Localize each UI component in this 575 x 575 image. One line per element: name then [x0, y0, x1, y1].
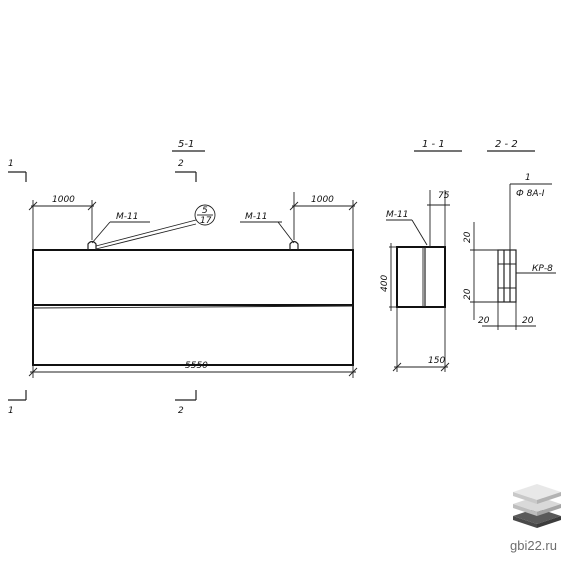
- dim-right-offset-label: 1000: [311, 195, 334, 205]
- callout-loop-right: М-11: [245, 212, 267, 222]
- dim-width-label: 150: [428, 356, 445, 366]
- dim-left-offset-label: 1000: [52, 195, 75, 205]
- detail-sheet: 17: [200, 216, 212, 226]
- detail-number: 5: [202, 206, 208, 216]
- section-2-bar-callout: Ф 8А-I: [516, 189, 545, 199]
- beam-outline: [32, 249, 354, 366]
- section-2-mesh-callout: КР-8: [532, 264, 553, 274]
- cut-mark-1-bottom: 1: [8, 390, 27, 416]
- dim-sec2-left: 20: [478, 316, 490, 326]
- svg-text:1: 1: [8, 159, 14, 169]
- svg-text:5-1: 5-1: [178, 139, 194, 150]
- cut-mark-2-top: 2: [175, 159, 197, 182]
- section-1-title: 1 - 1: [422, 139, 445, 150]
- svg-text:2: 2: [178, 406, 184, 416]
- dim-sec2-bottom: 20: [463, 288, 473, 300]
- beam-mid-line-2: [32, 305, 354, 309]
- dim-total-length: 5550: [28, 361, 358, 378]
- site-watermark: gbi22.ru: [510, 538, 557, 553]
- cut-mark-2-bottom: 2: [175, 390, 197, 416]
- lifting-loop-left: [87, 240, 97, 250]
- dim-height-label: 400: [380, 275, 390, 292]
- view-label: 5-1: [172, 139, 205, 152]
- section-1-outline: [396, 246, 446, 308]
- detail-circle: [194, 204, 216, 226]
- section-2-title: 2 - 2: [495, 139, 518, 150]
- section-2-2: 2 - 2 1 Ф 8А-I 20 20 КР-8 20 20: [463, 139, 556, 330]
- dim-right-offset: 1000: [289, 192, 358, 250]
- stacked-slabs-icon: [513, 484, 561, 528]
- svg-text:1: 1: [8, 406, 14, 416]
- callout-loop-left: М-11: [116, 212, 138, 222]
- dim-sec2-top: 20: [463, 231, 473, 243]
- lifting-loop-right: [289, 240, 299, 250]
- dim-total-label: 5550: [185, 361, 208, 371]
- section-2-mark: 1: [525, 173, 531, 183]
- loop-callouts: М-11 5 17 М-11: [91, 204, 295, 250]
- beam-elevation: [32, 240, 354, 366]
- dim-top-step-label: 75: [438, 191, 450, 201]
- section-2-bars: [497, 249, 517, 303]
- cut-mark-1-top: 1: [8, 159, 27, 182]
- section-1-loop-callout: М-11: [386, 210, 408, 220]
- dim-sec2-right: 20: [522, 316, 534, 326]
- dim-left-offset: 1000: [28, 195, 97, 250]
- svg-text:2: 2: [178, 159, 184, 169]
- section-1-1: 1 - 1 400 75 М-11 150: [380, 139, 462, 372]
